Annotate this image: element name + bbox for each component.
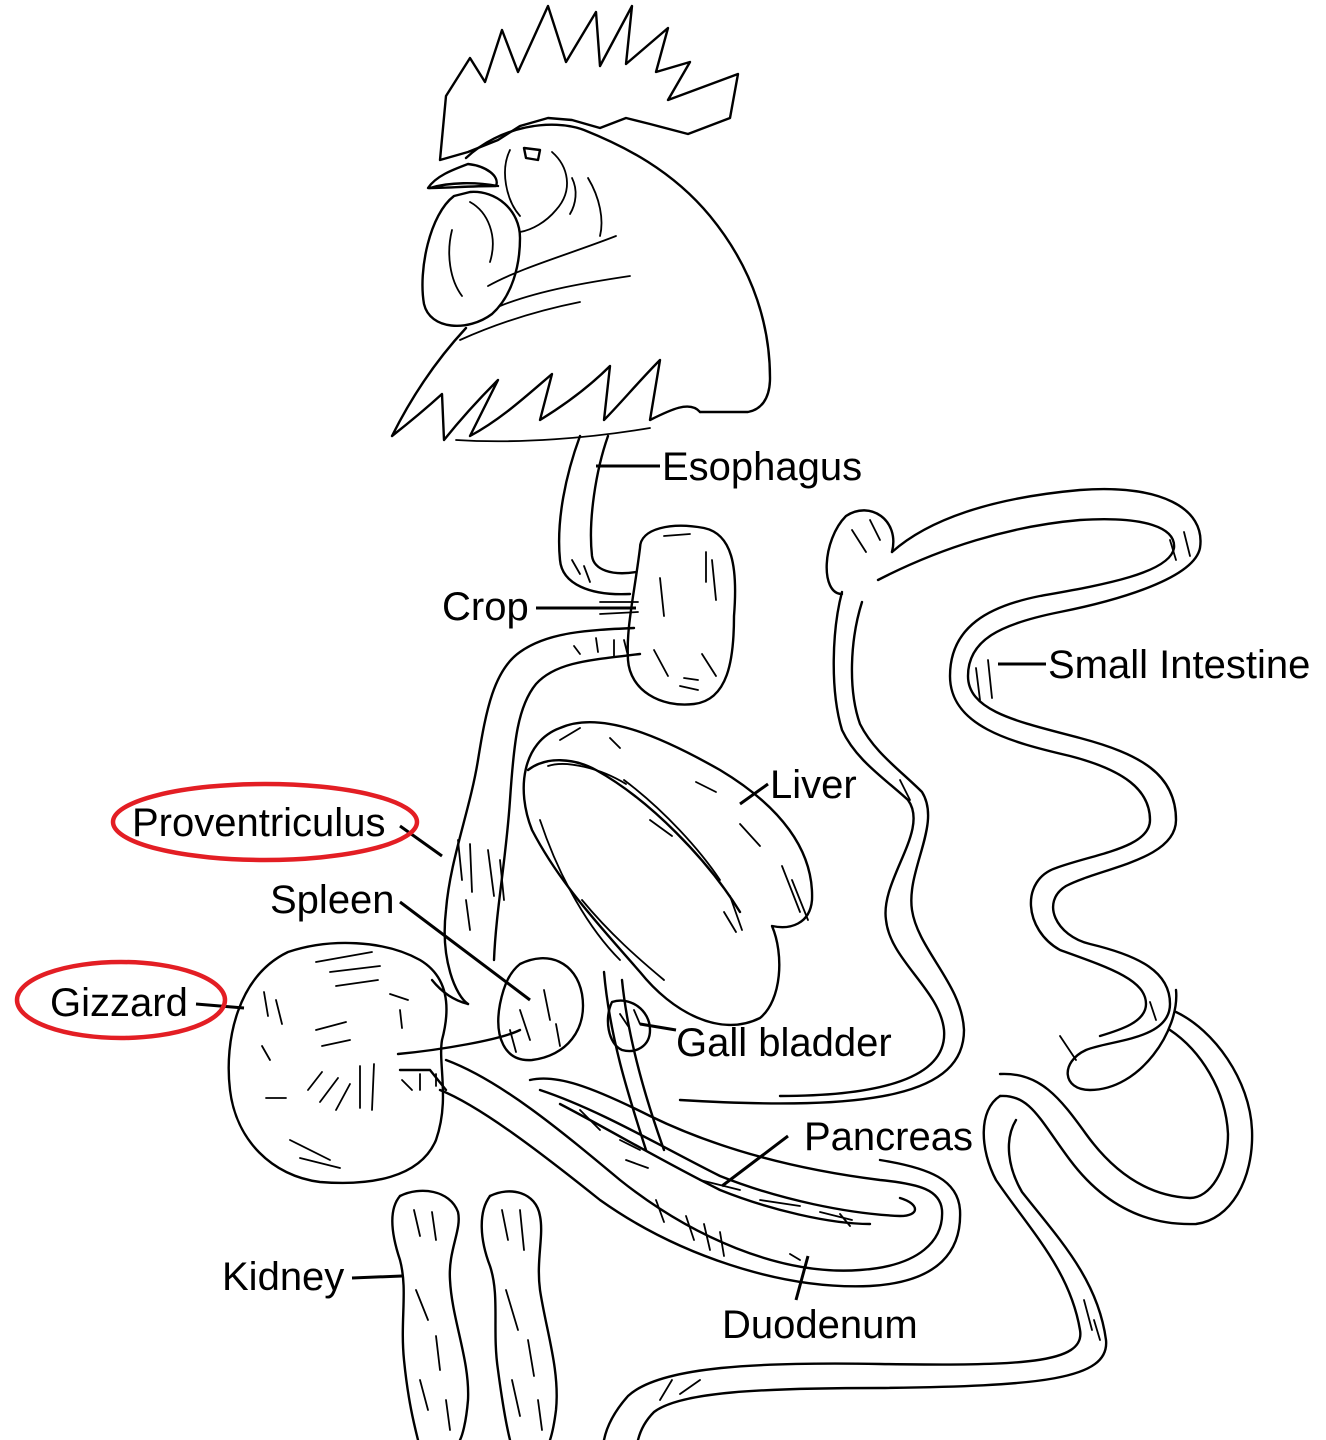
proventriculus-leader bbox=[400, 826, 442, 856]
kidney-right bbox=[482, 1191, 557, 1440]
label-gall-bladder: Gall bladder bbox=[676, 1021, 892, 1065]
rooster-eye bbox=[524, 148, 540, 160]
rooster-hackles bbox=[392, 328, 700, 440]
small-intestine bbox=[604, 489, 1252, 1440]
rooster-wattle bbox=[422, 192, 520, 326]
gall-bladder-leader bbox=[640, 1024, 676, 1030]
rooster-head bbox=[392, 6, 770, 441]
duodenum-leader bbox=[796, 1256, 808, 1300]
rooster-comb bbox=[440, 6, 738, 160]
kidney-left bbox=[392, 1191, 468, 1440]
kidney-leader bbox=[352, 1276, 402, 1278]
esophagus bbox=[559, 436, 636, 594]
label-pancreas: Pancreas bbox=[804, 1115, 973, 1159]
label-crop: Crop bbox=[442, 585, 529, 629]
spleen-leader bbox=[400, 902, 530, 1000]
label-small-intestine: Small Intestine bbox=[1048, 643, 1310, 687]
gizzard-leader bbox=[196, 1004, 244, 1008]
duodenum bbox=[440, 1060, 960, 1286]
rooster-head-outline bbox=[466, 125, 770, 412]
label-kidney: Kidney bbox=[222, 1255, 344, 1299]
gall-bladder bbox=[604, 972, 664, 1150]
label-liver: Liver bbox=[770, 763, 857, 807]
label-esophagus: Esophagus bbox=[662, 445, 862, 489]
liver bbox=[524, 722, 812, 1025]
label-spleen: Spleen bbox=[270, 878, 395, 922]
label-proventriculus: Proventriculus bbox=[132, 801, 385, 845]
label-gizzard: Gizzard bbox=[50, 981, 188, 1025]
label-duodenum: Duodenum bbox=[722, 1303, 918, 1347]
gizzard bbox=[229, 943, 520, 1183]
spleen bbox=[498, 958, 583, 1060]
